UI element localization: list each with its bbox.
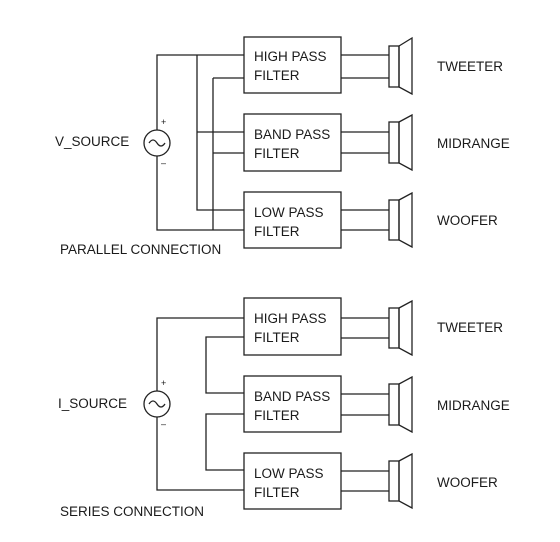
band-pass-filter-box: BAND PASS FILTER bbox=[243, 375, 342, 433]
i-source-minus: – bbox=[161, 419, 166, 429]
filter-label: FILTER bbox=[254, 408, 300, 423]
band-pass-filter-box: BAND PASS FILTER bbox=[243, 113, 342, 172]
i-source-label: I_SOURCE bbox=[58, 396, 127, 411]
woofer-speaker-icon bbox=[388, 191, 413, 249]
low-pass-label: LOW PASS bbox=[254, 466, 324, 481]
low-pass-filter-box: LOW PASS FILTER bbox=[243, 191, 342, 249]
high-pass-filter-box: HIGH PASS FILTER bbox=[243, 297, 342, 356]
tweeter-speaker-icon bbox=[388, 36, 413, 96]
parallel-wiring bbox=[156, 54, 389, 231]
low-pass-filter-box: LOW PASS FILTER bbox=[243, 452, 342, 510]
low-pass-label: LOW PASS bbox=[254, 205, 324, 220]
ac-wave-icon bbox=[148, 139, 166, 147]
parallel-circuit: + – V_SOURCE HIGH PASS FILTER bbox=[55, 36, 510, 257]
series-circuit: + – I_SOURCE HIGH PASS FILTER BAND PASS bbox=[58, 297, 510, 519]
band-pass-label: BAND PASS bbox=[254, 127, 330, 142]
series-wiring bbox=[156, 317, 389, 492]
high-pass-filter-box: HIGH PASS FILTER bbox=[243, 36, 342, 94]
high-pass-label: HIGH PASS bbox=[254, 311, 327, 326]
band-pass-label: BAND PASS bbox=[254, 389, 330, 404]
filter-label: FILTER bbox=[254, 485, 300, 500]
woofer-label: WOOFER bbox=[437, 213, 498, 228]
i-source-plus: + bbox=[161, 378, 166, 388]
filter-label: FILTER bbox=[254, 330, 300, 345]
series-caption: SERIES CONNECTION bbox=[60, 504, 204, 519]
parallel-caption: PARALLEL CONNECTION bbox=[60, 242, 221, 257]
v-source-plus: + bbox=[161, 117, 166, 127]
tweeter-label: TWEETER bbox=[437, 59, 503, 74]
midrange-label: MIDRANGE bbox=[437, 136, 510, 151]
midrange-speaker-icon bbox=[388, 113, 413, 172]
high-pass-label: HIGH PASS bbox=[254, 49, 327, 64]
v-source-label: V_SOURCE bbox=[55, 134, 129, 149]
filter-label: FILTER bbox=[254, 224, 300, 239]
filter-label: FILTER bbox=[254, 146, 300, 161]
midrange-speaker-icon bbox=[388, 375, 413, 434]
woofer-speaker-icon bbox=[388, 452, 413, 510]
tweeter-speaker-icon bbox=[388, 299, 413, 357]
woofer-label: WOOFER bbox=[437, 475, 498, 490]
v-source-minus: – bbox=[161, 158, 166, 168]
midrange-label: MIDRANGE bbox=[437, 398, 510, 413]
ac-wave-icon bbox=[148, 400, 166, 408]
filter-label: FILTER bbox=[254, 68, 300, 83]
tweeter-label: TWEETER bbox=[437, 320, 503, 335]
